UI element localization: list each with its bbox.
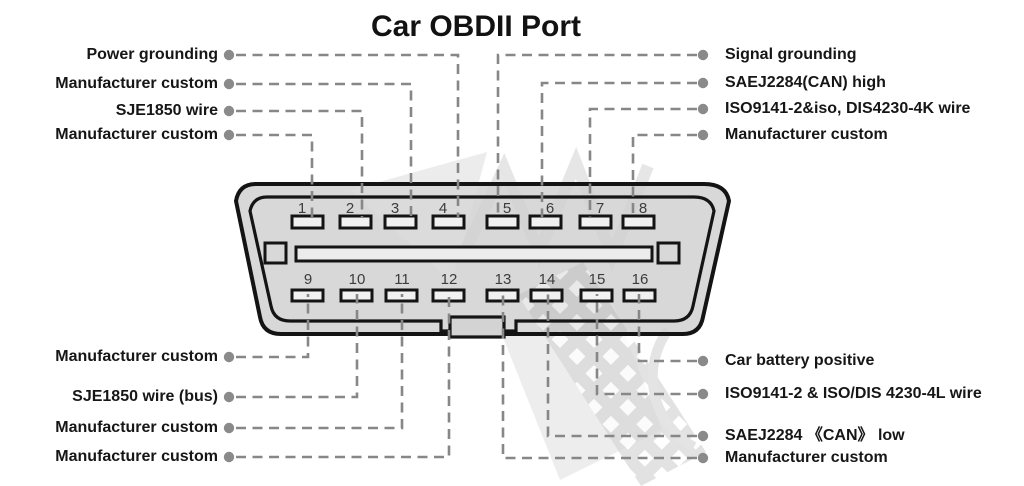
leader-line-pin-5 (496, 53, 697, 217)
leader-dot-pin-6 (697, 77, 709, 89)
leader-dot-pin-12 (223, 451, 235, 463)
pin-8-contact (621, 214, 656, 230)
leader-dot-pin-10 (223, 391, 235, 403)
leader-line-pin-15 (595, 294, 697, 396)
pin-16-number: 16 (632, 271, 649, 288)
leader-dot-pin-16 (697, 355, 709, 367)
pin-3-number: 3 (391, 200, 399, 217)
label-pin-10: SJE1850 wire (bus) (72, 388, 218, 405)
leader-line-pin-2 (236, 109, 364, 217)
leader-dot-pin-3 (223, 78, 235, 90)
pin-4-contact (431, 214, 466, 230)
leader-dot-pin-8 (697, 129, 709, 141)
pin-1-contact (290, 214, 325, 230)
leader-dot-pin-15 (697, 388, 709, 400)
connector-inner-outline (248, 195, 716, 333)
leader-dot-pin-7 (697, 103, 709, 115)
pin-5-contact (485, 214, 520, 230)
leader-line-pin-12 (236, 294, 451, 459)
leader-line-pin-9 (236, 294, 310, 359)
pin-6-number: 6 (546, 200, 554, 217)
leader-line-pin-14 (546, 294, 697, 438)
pin-11-number: 11 (394, 271, 410, 288)
label-pin-13: Manufacturer custom (725, 449, 888, 466)
leader-dot-pin-14 (697, 430, 709, 442)
label-pin-3: Manufacturer custom (55, 75, 218, 92)
leader-line-pin-16 (637, 294, 697, 363)
leader-dot-pin-2 (223, 105, 235, 117)
pin-5-number: 5 (503, 200, 511, 217)
label-pin-2: SJE1850 wire (115, 102, 218, 119)
pin-13-number: 13 (495, 271, 512, 288)
leader-dot-pin-1 (223, 129, 235, 141)
pin-3-contact (383, 214, 418, 230)
label-pin-14: SAEJ2284 《CAN》 low (725, 427, 905, 444)
pin-6-contact (528, 214, 563, 230)
label-pin-7: ISO9141-2&iso, DIS4230-4K wire (725, 100, 971, 117)
pin-1-number: 1 (298, 200, 306, 217)
leader-dot-pin-5 (697, 49, 709, 61)
pin-7-contact (578, 214, 613, 230)
leader-dot-pin-9 (223, 351, 235, 363)
pin-4-number: 4 (439, 200, 447, 217)
leader-dot-pin-4 (223, 49, 235, 61)
label-pin-6: SAEJ2284(CAN) high (725, 74, 886, 91)
pin-14-contact (529, 288, 564, 303)
pin-12-number: 12 (441, 271, 458, 288)
pin-14-number: 14 (539, 271, 556, 288)
leader-line-pin-4 (236, 53, 460, 217)
leader-line-pin-11 (236, 294, 404, 430)
label-pin-9: Manufacturer custom (55, 348, 218, 365)
leader-line-pin-13 (501, 294, 697, 460)
pin-9-number: 9 (304, 271, 312, 288)
bottom-tab (448, 315, 506, 339)
leader-dot-pin-11 (223, 422, 235, 434)
leader-line-pin-8 (631, 133, 697, 217)
label-pin-1: Manufacturer custom (55, 126, 218, 143)
connector-outer-outline (233, 182, 732, 336)
left-guide-square (263, 241, 288, 265)
label-pin-8: Manufacturer custom (725, 126, 888, 143)
leader-line-pin-10 (236, 294, 359, 399)
leader-dot-pin-13 (697, 452, 709, 464)
label-pin-5: Signal grounding (725, 46, 857, 63)
pin-15-number: 15 (589, 271, 606, 288)
pin-10-number: 10 (349, 271, 366, 288)
leader-line-pin-1 (236, 133, 314, 217)
label-pin-16: Car battery positive (725, 352, 875, 369)
label-pin-4: Power grounding (86, 46, 218, 63)
leader-line-pin-7 (588, 107, 697, 217)
leader-line-pin-6 (540, 81, 697, 217)
pin-7-number: 7 (596, 200, 604, 217)
center-slot (294, 245, 654, 263)
label-pin-11: Manufacturer custom (55, 419, 218, 436)
right-guide-square (656, 241, 681, 265)
pin-2-number: 2 (346, 200, 354, 217)
leader-line-pin-3 (236, 82, 413, 217)
label-pin-12: Manufacturer custom (55, 448, 218, 465)
diagram-title: Car OBDII Port (370, 10, 582, 43)
pin-2-contact (338, 214, 373, 230)
label-pin-15: ISO9141-2 & ISO/DIS 4230-4L wire (725, 385, 982, 402)
pin-8-number: 8 (639, 200, 647, 217)
